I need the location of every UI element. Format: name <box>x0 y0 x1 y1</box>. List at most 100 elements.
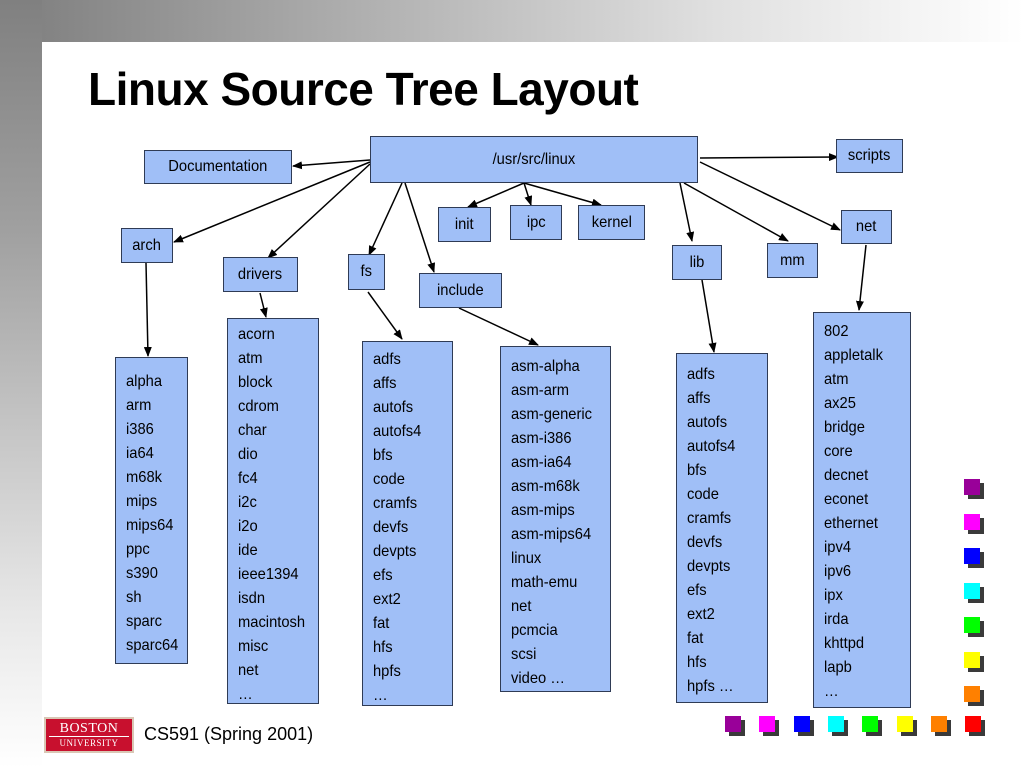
list-item: asm-i386 <box>511 430 572 447</box>
list-item: efs <box>373 567 393 584</box>
list-item: affs <box>373 375 397 392</box>
arrow-kernel <box>523 182 602 207</box>
list-item: devfs <box>687 534 723 551</box>
list-item: … <box>824 683 839 700</box>
node-scripts: scripts <box>836 139 903 173</box>
decor-square <box>965 716 986 736</box>
list-item: ipv4 <box>824 539 852 556</box>
list-item: decnet <box>824 467 869 484</box>
list-item: linux <box>511 550 542 567</box>
arrow-init <box>467 182 525 208</box>
node-net: net <box>841 210 892 244</box>
arrow-net-list <box>855 244 867 311</box>
node-lib: lib <box>672 245 722 280</box>
arrow-lib <box>679 182 695 242</box>
list-item: hfs <box>687 654 707 671</box>
arrow-documentation <box>292 159 371 170</box>
list-item: core <box>824 443 853 460</box>
list-item: irda <box>824 611 849 628</box>
decor-square <box>964 513 984 534</box>
arrow-lib-list <box>701 279 717 353</box>
list-item: misc <box>238 638 269 655</box>
list-item: sparc <box>126 613 162 630</box>
decor-square <box>827 716 848 736</box>
node-ipc: ipc <box>510 205 562 240</box>
node-init-label: init <box>455 215 474 233</box>
decor-square <box>964 651 984 672</box>
list-item: hpfs … <box>687 678 734 695</box>
list-item: asm-alpha <box>511 358 580 375</box>
arrow-scripts <box>699 153 839 162</box>
list-item: code <box>373 471 405 488</box>
node-arch: arch <box>121 228 173 263</box>
list-item: ppc <box>126 541 150 558</box>
arrow-include <box>404 182 436 273</box>
node-arch-label: arch <box>132 236 162 254</box>
list-item: bridge <box>824 419 865 436</box>
node-fs-label: fs <box>360 263 373 280</box>
boston-university-logo: BOSTON UNIVERSITY <box>44 717 134 753</box>
list-item: econet <box>824 491 869 508</box>
node-scripts-label: scripts <box>848 147 891 164</box>
list-item: bfs <box>373 447 393 464</box>
list-item: alpha <box>126 373 163 390</box>
list-item: sh <box>126 589 142 606</box>
list-item: ipx <box>824 587 843 604</box>
list-item: s390 <box>126 565 158 582</box>
list-item: ipv6 <box>824 563 852 580</box>
node-documentation-label: Documentation <box>168 158 268 175</box>
node-mm: mm <box>767 243 818 278</box>
decor-square <box>964 479 984 499</box>
node-drivers-label: drivers <box>238 265 283 283</box>
node-kernel-label: kernel <box>591 213 632 231</box>
node-init: init <box>438 207 491 242</box>
list-item: arm <box>126 397 152 414</box>
list-item: hfs <box>373 639 393 656</box>
list-item: fat <box>687 630 704 647</box>
list-item: autofs4 <box>687 438 736 455</box>
logo-line2: UNIVERSITY <box>59 738 119 748</box>
list-item: fat <box>373 615 390 632</box>
list-item: … <box>238 686 253 703</box>
list-item: net <box>511 598 532 615</box>
decor-square <box>964 686 984 706</box>
arrow-fs-list <box>367 291 403 340</box>
list-item: code <box>687 486 719 503</box>
list-item: bfs <box>687 462 707 479</box>
decor-square <box>930 716 951 736</box>
list-item: devpts <box>687 558 731 575</box>
list-item: ethernet <box>824 515 879 532</box>
list-item: ext2 <box>373 591 401 608</box>
decor-square <box>964 617 984 637</box>
node-documentation: Documentation <box>144 150 292 184</box>
list-item: adfs <box>687 366 715 383</box>
list-item: … <box>373 687 388 704</box>
list-item: ide <box>238 542 258 559</box>
list-item: fc4 <box>238 470 258 487</box>
list-item: asm-generic <box>511 406 592 423</box>
list-item: affs <box>687 390 711 407</box>
course-label: CS591 (Spring 2001) <box>144 724 314 744</box>
node-mm-label: mm <box>780 251 805 269</box>
list-item: devpts <box>373 543 417 560</box>
list-item: net <box>238 662 259 679</box>
arrow-arch-list <box>143 262 152 357</box>
arrow-fs <box>368 182 403 256</box>
arrow-mm <box>683 182 789 242</box>
list-item: hpfs <box>373 663 401 680</box>
node-fs: fs <box>348 254 385 290</box>
list-item: cramfs <box>373 495 418 512</box>
list-item: dio <box>238 446 258 463</box>
list-item: asm-arm <box>511 382 570 399</box>
list-item: autofs <box>373 399 414 416</box>
node-kernel: kernel <box>578 205 645 240</box>
list-item: asm-mips <box>511 502 575 519</box>
arrow-ipc <box>523 182 533 206</box>
list-item: adfs <box>373 351 401 368</box>
node-include-label: include <box>437 281 484 299</box>
